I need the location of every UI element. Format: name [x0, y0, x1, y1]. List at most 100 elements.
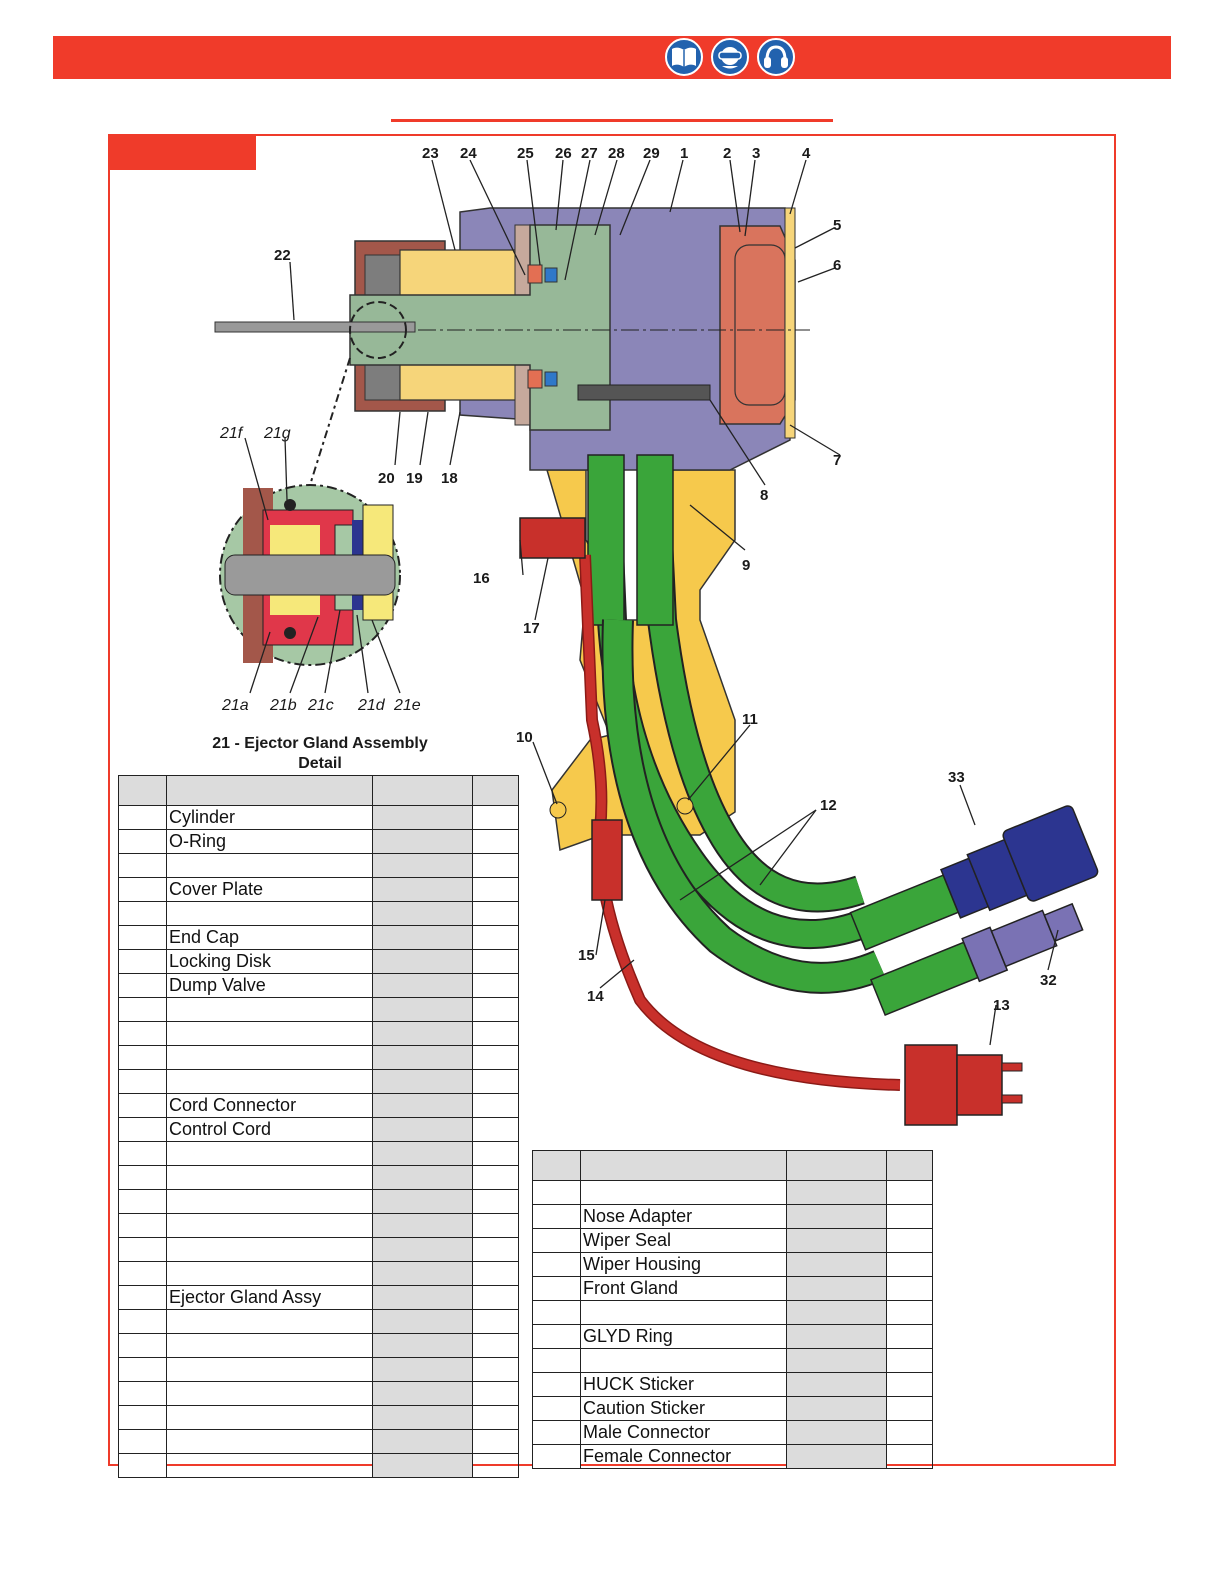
qty-cell	[472, 1213, 519, 1238]
table-row: Dump Valve	[118, 973, 519, 998]
cover-plate	[784, 207, 796, 439]
part-number-cell	[372, 1189, 473, 1214]
part-number-cell	[786, 1396, 887, 1421]
description-cell: Cover Plate	[166, 877, 373, 902]
qty-cell	[886, 1300, 933, 1325]
part-number-cell	[372, 1357, 473, 1382]
item-number-cell	[532, 1444, 581, 1469]
part-number-cell	[372, 877, 473, 902]
description-cell: Cord Connector	[166, 1093, 373, 1118]
qty-cell	[886, 1324, 933, 1349]
part-number-cell	[372, 1141, 473, 1166]
qty-cell	[472, 805, 519, 830]
item-number-cell	[532, 1420, 581, 1445]
table-row	[118, 1357, 519, 1382]
qty-cell	[472, 901, 519, 926]
qty-cell	[472, 973, 519, 998]
part-number-cell	[786, 1252, 887, 1277]
item-number-cell	[118, 1261, 167, 1286]
qty-cell	[472, 925, 519, 950]
table-row: Cover Plate	[118, 877, 519, 902]
part-number-cell	[372, 925, 473, 950]
part-number-cell	[372, 805, 473, 830]
item-number-cell	[118, 901, 167, 926]
qty-cell	[472, 1261, 519, 1286]
item-number-cell	[532, 1276, 581, 1301]
item-number-cell	[118, 1189, 167, 1214]
table-row	[118, 1045, 519, 1070]
callout-6: 6	[833, 257, 841, 274]
table-row	[118, 853, 519, 878]
item-number-cell	[118, 877, 167, 902]
qty-cell	[472, 853, 519, 878]
part-number-cell	[372, 1429, 473, 1454]
callout-18: 18	[441, 470, 458, 487]
table-row	[118, 1429, 519, 1454]
qty-cell	[472, 1165, 519, 1190]
item-number-cell	[118, 1093, 167, 1118]
part-number-cell	[372, 901, 473, 926]
qty-cell	[472, 1453, 519, 1478]
callout-21f: 21f	[219, 425, 244, 442]
item-number-cell	[118, 949, 167, 974]
qty-cell	[472, 1405, 519, 1430]
callout-3: 3	[752, 145, 760, 162]
table-row: Front Gland	[532, 1276, 933, 1301]
table-row	[118, 1237, 519, 1262]
table-row	[118, 1261, 519, 1286]
qty-cell	[472, 1309, 519, 1334]
callout-2: 2	[723, 145, 731, 162]
item-number-cell	[118, 997, 167, 1022]
part-number-cell	[786, 1180, 887, 1205]
description-cell: Female Connector	[580, 1444, 787, 1469]
item-number-cell	[532, 1252, 581, 1277]
item-number-cell	[118, 1045, 167, 1070]
description-cell: End Cap	[166, 925, 373, 950]
item-number-cell	[118, 925, 167, 950]
item-number-cell	[532, 1300, 581, 1325]
ejector-gland-detail	[219, 484, 401, 666]
part-number-cell	[786, 1204, 887, 1229]
table-row: Cylinder	[118, 805, 519, 830]
table-row: Male Connector	[532, 1420, 933, 1445]
description-cell: Front Gland	[580, 1276, 787, 1301]
callout-27: 27	[581, 145, 598, 162]
qty-cell	[886, 1204, 933, 1229]
table-row: O-Ring	[118, 829, 519, 854]
table-row: HUCK Sticker	[532, 1372, 933, 1397]
description-cell: Locking Disk	[166, 949, 373, 974]
part-number-cell	[372, 1093, 473, 1118]
item-number-cell	[118, 829, 167, 854]
description-cell	[166, 1141, 373, 1166]
table-row: Ejector Gland Assy	[118, 1285, 519, 1310]
qty-cell	[472, 1333, 519, 1358]
qty-cell	[886, 1180, 933, 1205]
table-row	[118, 1165, 519, 1190]
read-manual-icon	[665, 38, 703, 76]
callout-33: 33	[948, 769, 965, 786]
part-number-cell	[372, 973, 473, 998]
item-number-cell	[532, 1204, 581, 1229]
callout-17: 17	[523, 620, 540, 637]
item-number-cell	[532, 1228, 581, 1253]
ear-protection-icon	[757, 38, 795, 76]
item-number-cell	[532, 1180, 581, 1205]
item-number-cell	[118, 1069, 167, 1094]
item-number-cell	[118, 805, 167, 830]
table-row	[118, 1141, 519, 1166]
female-coupler	[849, 805, 1099, 951]
part-number-cell	[372, 1333, 473, 1358]
part-number-cell	[786, 1444, 887, 1469]
table-row: End Cap	[118, 925, 519, 950]
description-cell	[580, 1300, 787, 1325]
part-number-cell	[372, 1285, 473, 1310]
item-number-cell	[118, 1141, 167, 1166]
part-number-cell	[372, 1165, 473, 1190]
cord-connector	[591, 819, 623, 901]
callout-7: 7	[833, 452, 841, 469]
item-number-cell	[532, 1324, 581, 1349]
table-row: GLYD Ring	[532, 1324, 933, 1349]
callout-21b: 21b	[269, 697, 297, 714]
